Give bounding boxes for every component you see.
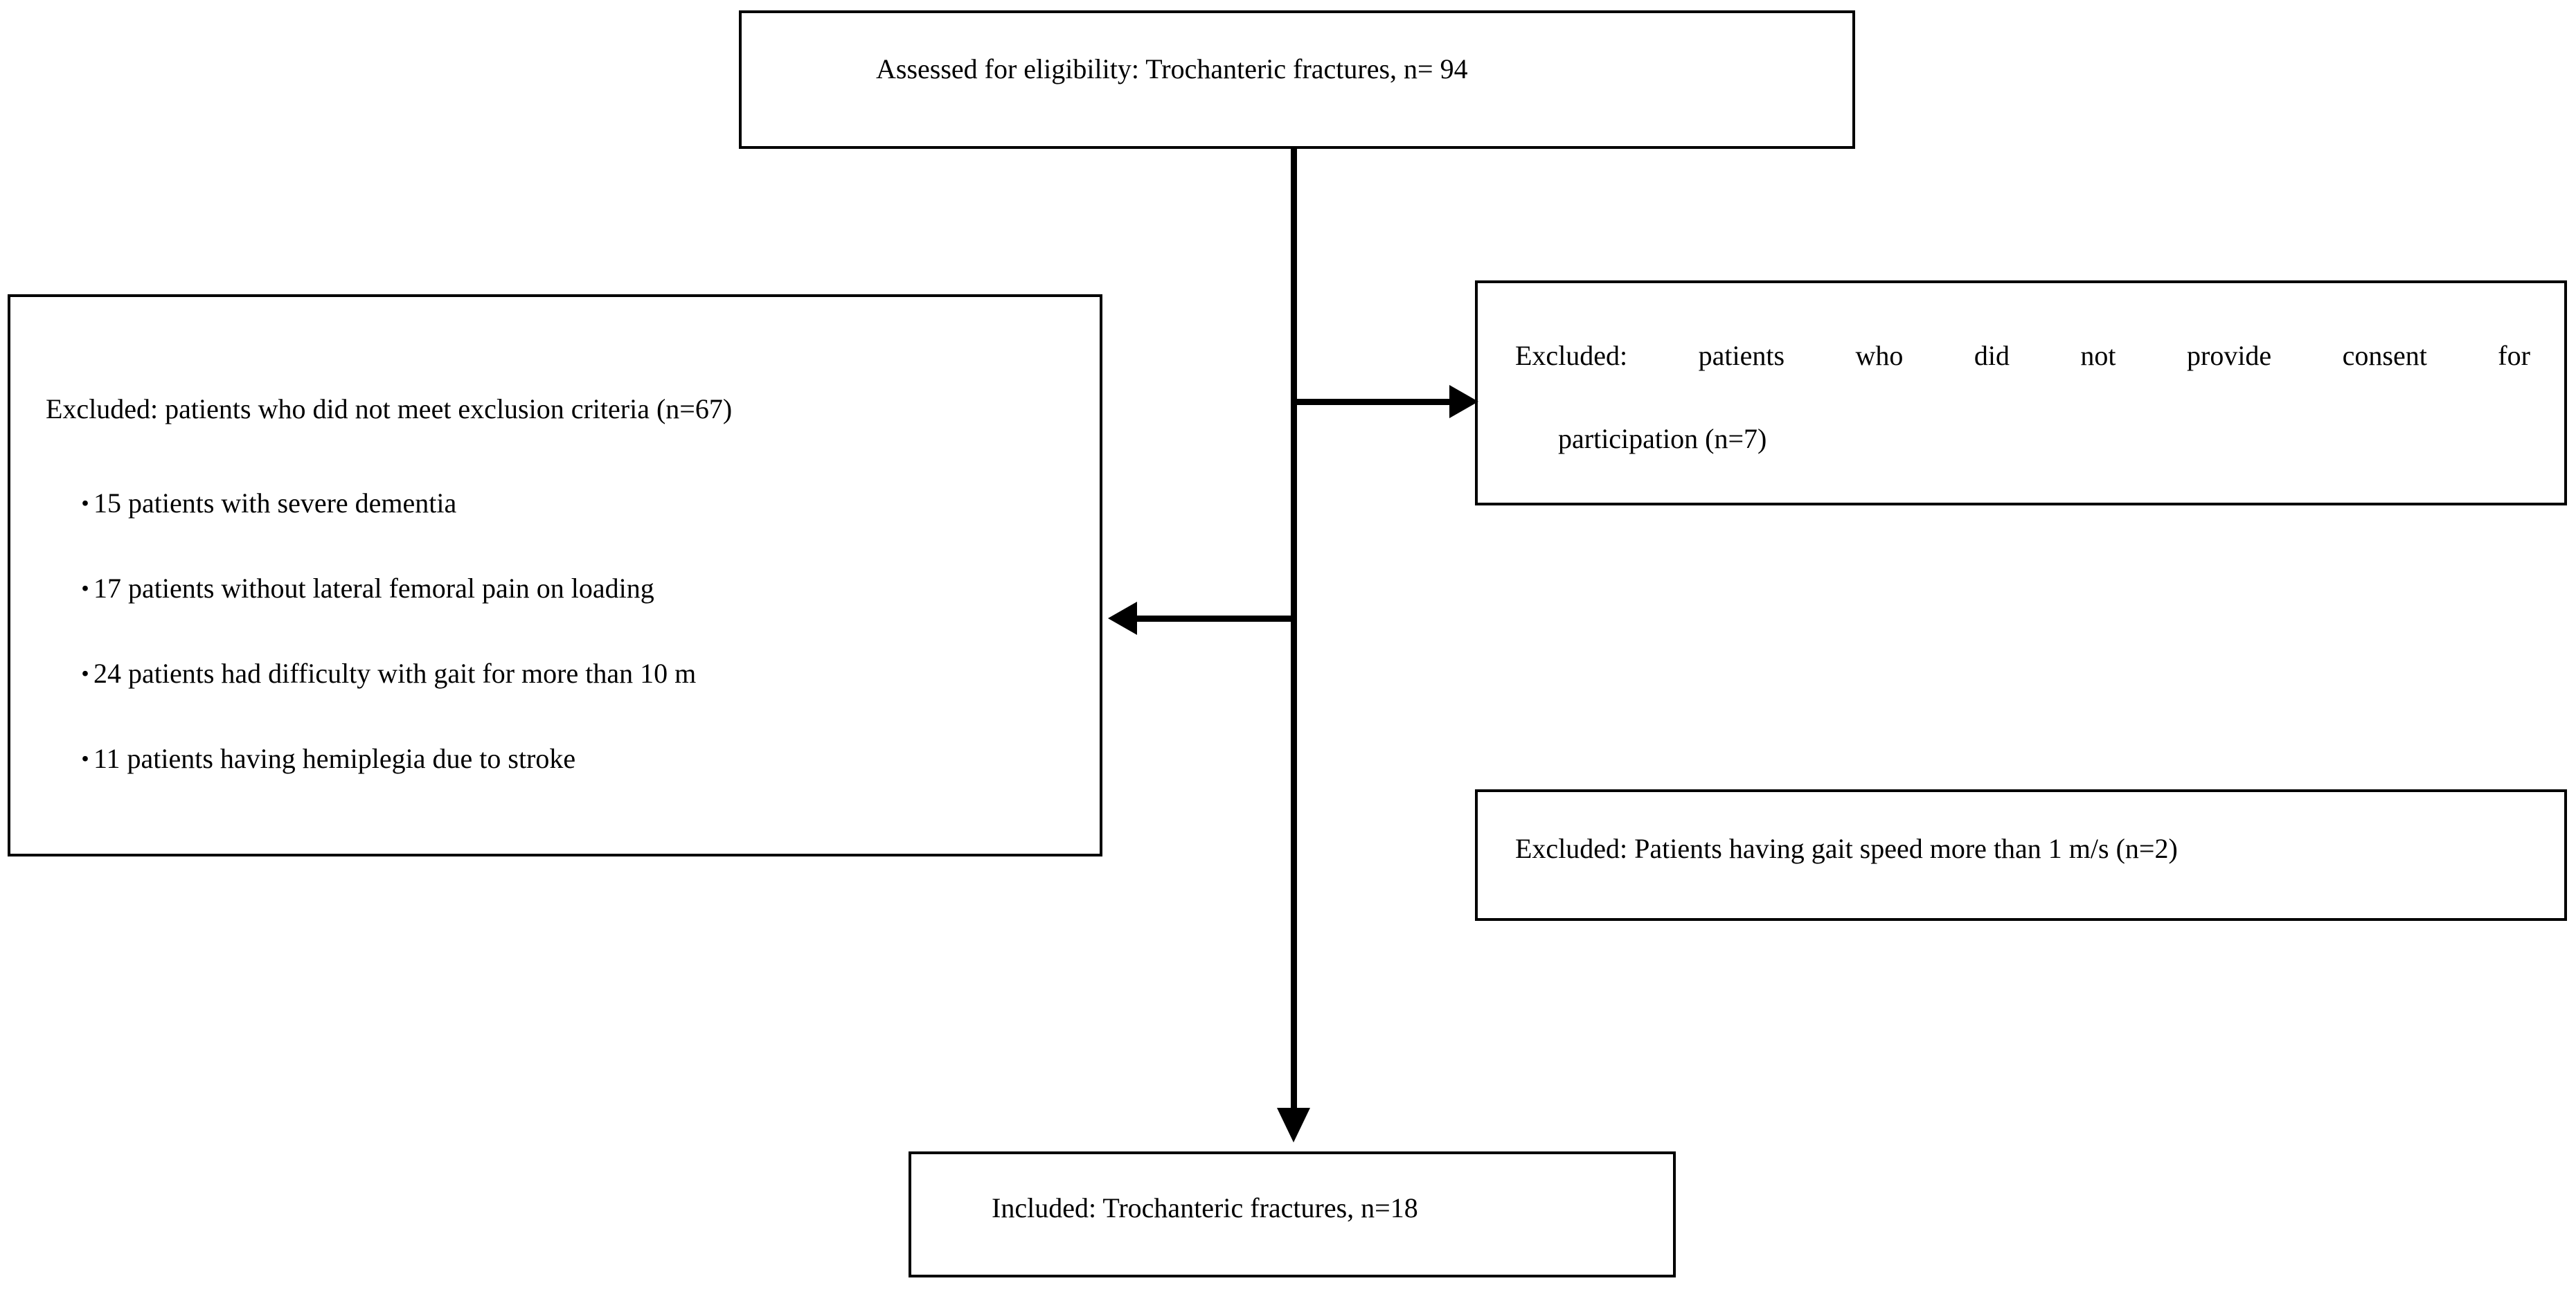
excluded-consent-word-3: who [1855, 340, 1904, 371]
assessed-for-eligibility-label: Assessed for eligibility: Trochanteric f… [876, 53, 1468, 84]
node-excluded-gait-speed [1475, 789, 2567, 921]
excluded-criteria-bullet-2: ・17 patients without lateral femoral pai… [73, 569, 654, 605]
excluded-consent-word-1: Excluded: [1515, 340, 1628, 371]
arrow-down-icon [1277, 1108, 1310, 1142]
excluded-criteria-bullet-4: ・11 patients having hemiplegia due to st… [73, 739, 575, 775]
excluded-consent-word-8: for [2498, 340, 2530, 371]
excluded-criteria-bullet-3-text: 24 patients had difficulty with gait for… [93, 658, 697, 689]
excluded-consent-word-7: consent [2342, 340, 2427, 371]
excluded-consent-word-2: patients [1698, 340, 1785, 371]
included-label: Included: Trochanteric fractures, n=18 [992, 1192, 1418, 1223]
excluded-criteria-bullet-3: ・24 patients had difficulty with gait fo… [73, 654, 696, 690]
excluded-consent-line-1: Excluded: patients who did not provide c… [1515, 339, 2530, 372]
node-assessed-for-eligibility [739, 10, 1855, 149]
excluded-consent-word-5: not [2080, 340, 2116, 371]
connector-vertical-trunk [1291, 149, 1297, 1111]
node-excluded-consent [1475, 280, 2567, 505]
bullet-icon: ・ [73, 490, 98, 518]
excluded-gait-speed-label: Excluded: Patients having gait speed mor… [1515, 833, 2178, 864]
node-included [909, 1151, 1676, 1277]
excluded-criteria-bullet-1-text: 15 patients with severe dementia [93, 487, 457, 519]
excluded-consent-word-6: provide [2187, 340, 2272, 371]
connector-to-excluded-consent [1297, 399, 1463, 405]
bullet-icon: ・ [73, 746, 98, 773]
excluded-criteria-heading: Excluded: patients who did not meet excl… [46, 393, 733, 424]
excluded-consent-line-2: participation (n=7) [1558, 423, 1767, 454]
arrow-left-icon [1108, 602, 1137, 635]
excluded-criteria-bullet-2-text: 17 patients without lateral femoral pain… [93, 573, 654, 604]
bullet-icon: ・ [73, 661, 98, 688]
excluded-criteria-bullet-1: ・15 patients with severe dementia [73, 484, 456, 520]
node-excluded-criteria [8, 294, 1102, 856]
bullet-icon: ・ [73, 575, 98, 603]
excluded-consent-word-4: did [1974, 340, 2010, 371]
excluded-criteria-bullet-4-text: 11 patients having hemiplegia due to str… [93, 743, 576, 774]
connector-to-excluded-criteria [1130, 616, 1291, 622]
arrow-right-icon [1449, 385, 1478, 418]
